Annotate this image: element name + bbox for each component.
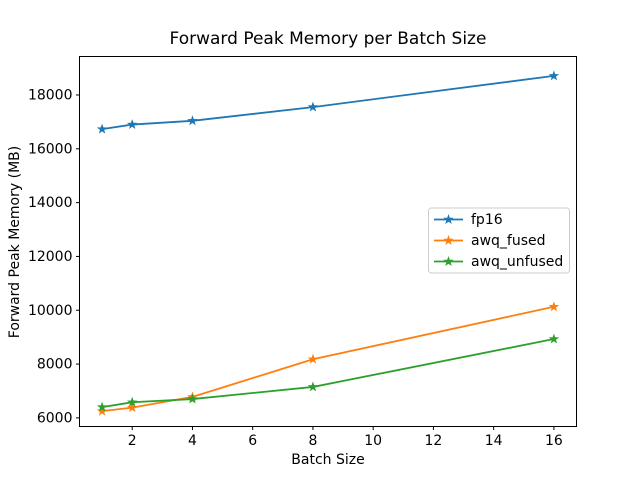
y-tick-label: 12000 — [28, 249, 73, 265]
y-tick-label: 6000 — [37, 410, 73, 426]
series-marker-awq_unfused — [187, 393, 198, 404]
axes-frame — [79, 56, 577, 427]
y-tick-label: 14000 — [28, 195, 73, 211]
y-tick-label: 16000 — [28, 141, 73, 157]
series-marker-fp16 — [96, 123, 108, 134]
series-marker-fp16 — [126, 119, 138, 130]
x-tick-label: 12 — [425, 433, 443, 449]
series-marker-awq_unfused — [126, 396, 138, 407]
legend-label-awq_fused: awq_fused — [471, 233, 546, 249]
x-tick-label: 14 — [485, 433, 503, 449]
x-tick-label: 2 — [128, 433, 137, 449]
chart-title: Forward Peak Memory per Batch Size — [169, 29, 487, 49]
series-marker-awq_fused — [307, 353, 319, 364]
series-marker-awq_fused — [96, 405, 108, 416]
legend-marker-fp16 — [443, 214, 454, 224]
x-tick-label: 6 — [248, 433, 257, 449]
series-marker-awq_fused — [548, 301, 560, 312]
x-axis-label: Batch Size — [291, 452, 365, 468]
legend-label-awq_unfused: awq_unfused — [471, 254, 563, 270]
y-tick-label: 8000 — [37, 357, 73, 373]
legend-box — [428, 207, 570, 274]
series-marker-awq_unfused — [96, 401, 108, 412]
y-tick-label: 10000 — [28, 303, 73, 319]
legend-marker-awq_fused — [443, 235, 454, 245]
legend-label-fp16: fp16 — [471, 212, 503, 228]
x-tick-label: 16 — [545, 433, 563, 449]
x-tick-label: 10 — [364, 433, 382, 449]
series-marker-fp16 — [548, 70, 560, 81]
series-marker-awq_fused — [126, 402, 138, 413]
series-line-fp16 — [101, 74, 555, 131]
series-line-awq_unfused — [101, 338, 555, 409]
legend-marker-awq_unfused — [443, 256, 454, 266]
series-line-awq_fused — [101, 305, 555, 413]
series-marker-awq_unfused — [307, 381, 319, 392]
series-marker-awq_unfused — [548, 333, 560, 344]
x-tick-label: 4 — [188, 433, 197, 449]
y-tick-label: 18000 — [28, 87, 73, 103]
series-marker-fp16 — [307, 101, 319, 112]
x-tick-label: 8 — [308, 433, 317, 449]
series-marker-fp16 — [187, 115, 198, 126]
